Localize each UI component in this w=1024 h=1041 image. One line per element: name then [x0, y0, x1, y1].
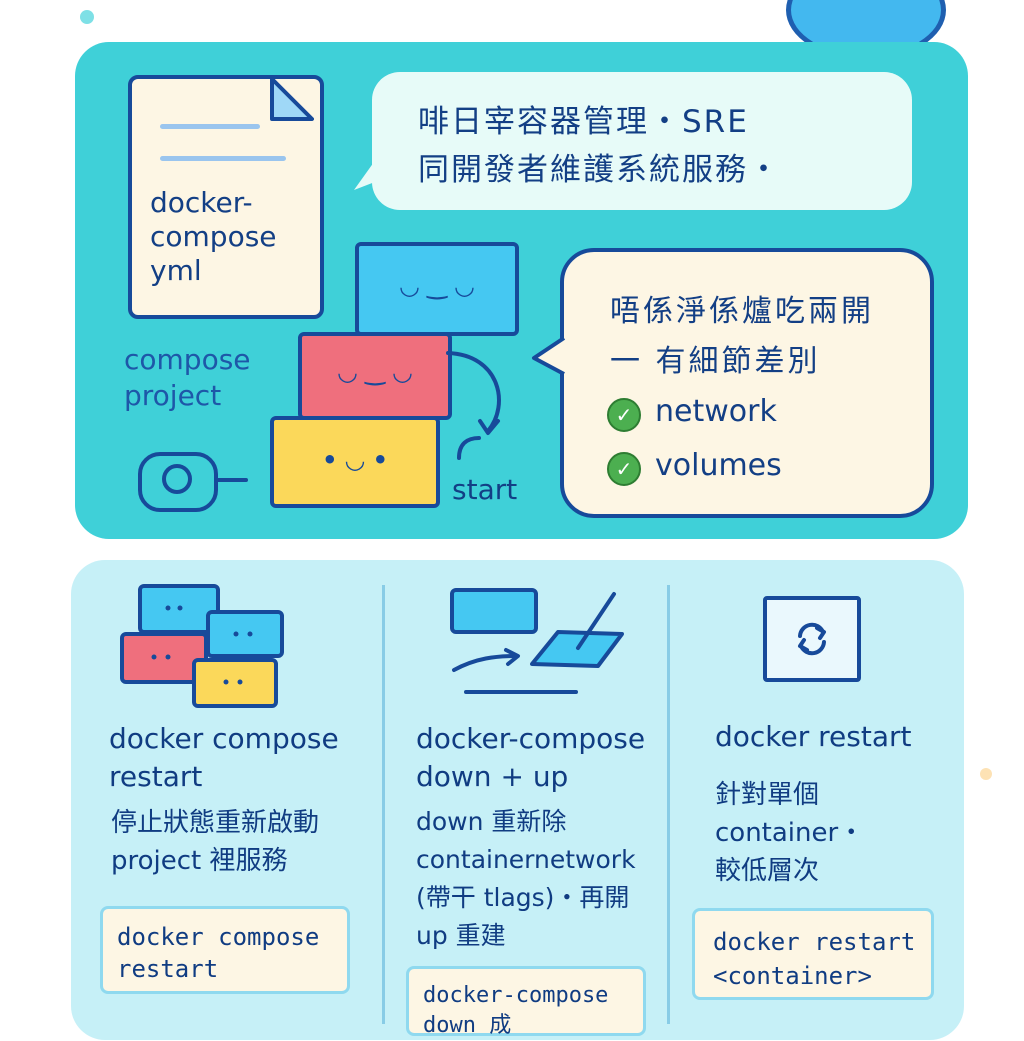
- col2-desc: down 重新除 containernetwork (帶干 tlags)・再開 …: [416, 803, 636, 955]
- col1-code-line: restart: [117, 955, 219, 983]
- col2-title-line: docker-compose: [416, 722, 646, 755]
- clock-pill-icon: [138, 452, 218, 512]
- col3-code-box: docker restart <container>: [692, 908, 934, 1000]
- col1-title-line: restart: [109, 760, 203, 793]
- intro-bubble: 啡日宰容器管理・SRE 同開發者維護系統服務・: [372, 72, 912, 210]
- col2-title: docker-compose down + up: [416, 720, 645, 796]
- bubble-tail: [354, 162, 380, 190]
- difference-line: 唔係淨係爐吃兩開: [610, 294, 874, 329]
- container-block-red: ◡ ‿ ◡: [298, 332, 452, 420]
- restart-arrow-icon: [446, 351, 501, 435]
- column-divider: [667, 585, 670, 1024]
- col1-title: docker compose restart: [109, 720, 339, 796]
- col2-code-line: down 成: [423, 1013, 512, 1038]
- col3-desc-line: container・: [715, 818, 865, 848]
- file-name-line: yml: [150, 254, 202, 287]
- feature-network: network: [655, 394, 777, 429]
- small-arc-icon: [457, 436, 481, 460]
- bubble-tail: [532, 336, 566, 376]
- col2-desc-line: down 重新除: [416, 807, 567, 836]
- smile-face-icon: • ◡ •: [322, 446, 388, 474]
- col3-title-line: docker restart: [715, 720, 912, 753]
- container-block-yellow: • ◡ •: [270, 416, 440, 508]
- intro-line: 同開發者維護系統服務・: [418, 152, 781, 188]
- col2-code-line: docker-compose: [423, 983, 609, 1008]
- col1-desc: 停止狀態重新啟動 project 裡服務: [111, 804, 319, 880]
- col3-desc-line: 較低層次: [715, 856, 820, 886]
- compose-file-name: docker- compose yml: [150, 186, 277, 288]
- difference-line: 一 有細節差別: [610, 344, 821, 379]
- smile-face-icon: ◡ ‿ ◡: [400, 272, 474, 300]
- col1-desc-line: project 裡服務: [111, 846, 288, 876]
- page-fold-icon: [270, 77, 314, 121]
- feature-volumes: volumes: [655, 448, 782, 483]
- doc-line: [160, 156, 286, 161]
- column-divider: [382, 585, 385, 1024]
- col2-desc-line: (帶干 tlags)・再開: [416, 883, 630, 912]
- container-block-blue: ◡ ‿ ◡: [355, 242, 519, 336]
- col3-code-line: <container>: [713, 962, 872, 990]
- file-name-line: docker-: [150, 186, 253, 219]
- col1-desc-line: 停止狀態重新啟動: [111, 808, 320, 838]
- check-icon: ✓: [607, 452, 641, 486]
- col3-desc: 針對單個 container・ 較低層次: [715, 776, 864, 890]
- col2-desc-line: containernetwork: [416, 845, 636, 874]
- decor-dot: [80, 10, 94, 24]
- col1-code-line: docker compose: [117, 923, 320, 951]
- col2-title-line: down + up: [416, 760, 569, 793]
- project-label-line: project: [124, 379, 222, 412]
- col2-desc-line: up 重建: [416, 921, 506, 950]
- decor-dot: [980, 768, 992, 780]
- col2-code-box: docker-compose down 成: [406, 966, 646, 1038]
- smile-face-icon: ◡ ‿ ◡: [338, 358, 412, 386]
- col3-desc-line: 針對單個: [715, 780, 820, 810]
- file-name-line: compose: [150, 220, 277, 253]
- col1-title-line: docker compose: [109, 722, 339, 755]
- compose-project-label: compose project: [124, 342, 251, 414]
- project-label-line: compose: [124, 343, 251, 376]
- doc-line: [160, 124, 260, 129]
- containers-stack-icon: [120, 584, 284, 708]
- restart-box-icon: [763, 596, 861, 682]
- check-icon: ✓: [607, 398, 641, 432]
- col3-title: docker restart: [715, 718, 912, 756]
- intro-line: 啡日宰容器管理・SRE: [418, 104, 749, 140]
- clock-pill-tail: [214, 478, 248, 482]
- down-up-icon: [450, 588, 624, 694]
- col1-code-box: docker compose restart: [100, 906, 350, 994]
- col3-code-line: docker restart: [713, 928, 916, 956]
- refresh-icon: [798, 622, 826, 656]
- start-label: start: [452, 473, 518, 506]
